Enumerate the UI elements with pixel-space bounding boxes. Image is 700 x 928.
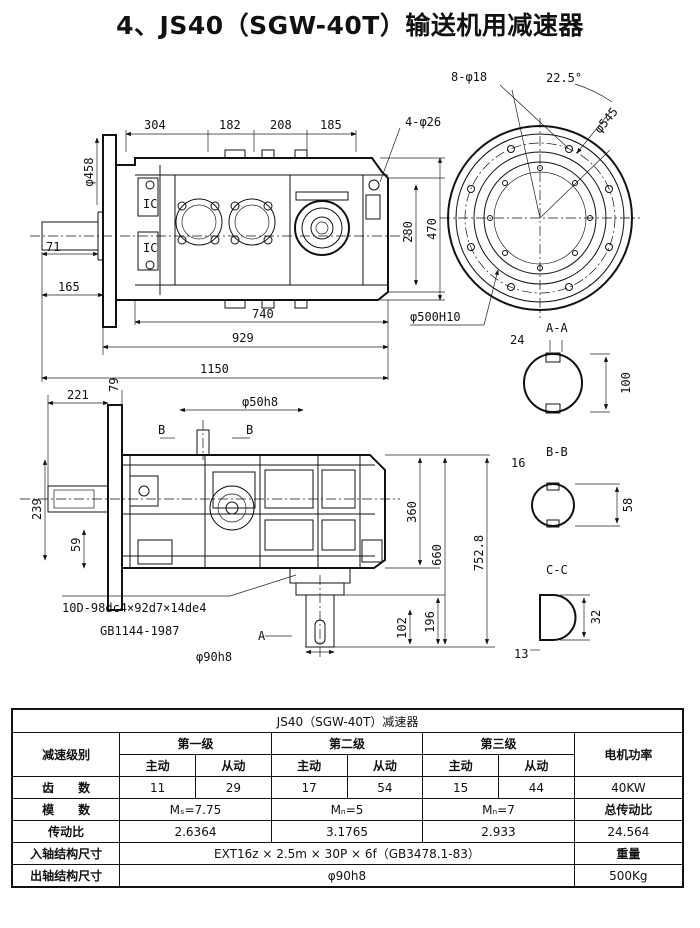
dim-phi50h8: φ50h8: [242, 395, 278, 409]
dim-929: 929: [232, 331, 254, 345]
section-cc-width: 13: [514, 647, 528, 661]
dim-1150: 1150: [200, 362, 229, 376]
dim-phi500h10: φ500H10: [410, 310, 461, 324]
cell-driven-3: 从动: [497, 754, 575, 777]
cell-stage3: 第三级: [422, 732, 575, 755]
dim-phi458: φ458: [82, 158, 96, 187]
cell-module-label: 模 数: [11, 798, 121, 821]
dim-360: 360: [405, 501, 419, 523]
cell-weight-value: 500Kg: [573, 864, 684, 888]
section-aa: A-A 24 100: [510, 321, 633, 414]
dim-221: 221: [67, 388, 89, 402]
spec-table: JS40（SGW-40T）减速器 减速级别 第一级 第二级 第三级 电机功率 主…: [11, 708, 684, 888]
section-bb-height: 58: [621, 498, 635, 512]
flange-view: 8-φ18 22.5° φ545 φ500H10: [410, 70, 640, 326]
dim-239: 239: [30, 498, 44, 520]
table-caption: JS40（SGW-40T）减速器: [11, 708, 684, 733]
cell-input-value: EXT16z × 2.5m × 30P × 6f（GB3478.1-83）: [119, 842, 575, 865]
dim-phi545: φ545: [592, 105, 621, 136]
dim-102: 102: [395, 617, 409, 639]
table-row: 入轴结构尺寸 EXT16z × 2.5m × 30P × 6f（GB3478.1…: [11, 842, 684, 865]
cell-m2: Mₙ=5: [270, 798, 424, 821]
table-row: 主动 从动 主动 从动 主动 从动: [12, 754, 683, 777]
cell-driven-2: 从动: [346, 754, 424, 777]
cell-t3a: 15: [422, 776, 499, 799]
cell-drive-1: 主动: [119, 754, 196, 777]
spline-spec: 10D-98dc4×92d7×14de4: [62, 601, 207, 615]
section-cc-label: C-C: [546, 563, 568, 577]
cell-total-ratio: 24.564: [573, 820, 684, 843]
cell-r1: 2.6364: [119, 820, 272, 843]
section-cc: C-C 32 13: [514, 563, 603, 661]
dim-59: 59: [69, 538, 83, 552]
cell-output-value: φ90h8: [119, 864, 575, 888]
cell-drive-3: 主动: [422, 754, 499, 777]
cell-stage2: 第二级: [270, 732, 424, 755]
table-row: JS40（SGW-40T）减速器: [11, 708, 684, 733]
dim-79: 79: [107, 378, 121, 392]
reducer-drawing: IC IC 304 182 208: [20, 70, 640, 664]
cell-driven-1: 从动: [194, 754, 272, 777]
dim-752-8: 752.8: [472, 535, 486, 571]
cell-t1a: 11: [119, 776, 196, 799]
dim-8-phi18: 8-φ18: [451, 70, 487, 84]
cell-drive-2: 主动: [270, 754, 348, 777]
cell-stage1: 第一级: [119, 732, 272, 755]
cell-t3b: 44: [497, 776, 575, 799]
cell-m3: Mₙ=7: [422, 798, 575, 821]
dim-4-phi26: 4-φ26: [405, 115, 441, 129]
table-row: 出轴结构尺寸 φ90h8 500Kg: [11, 864, 684, 888]
dim-185: 185: [320, 118, 342, 132]
cell-output-label: 出轴结构尺寸: [11, 864, 121, 888]
dim-phi90h8: φ90h8: [196, 650, 232, 664]
cell-ratio-label: 传动比: [11, 820, 121, 843]
section-aa-width: 24: [510, 333, 524, 347]
section-aa-height: 100: [619, 372, 633, 394]
section-mark-b-left: B: [158, 423, 165, 437]
dim-182: 182: [219, 118, 241, 132]
cell-r2: 3.1765: [270, 820, 424, 843]
section-bb-label: B-B: [546, 445, 568, 459]
section-cc-height: 32: [589, 610, 603, 624]
top-view: IC IC 304 182 208: [30, 115, 445, 382]
section-bb: B-B 16 58: [511, 445, 635, 528]
svg-text:IC: IC: [143, 197, 157, 211]
front-view: 221 79 φ50h8 B B 239 59 360 660 752.8 19…: [20, 378, 495, 664]
cell-t1b: 29: [194, 776, 272, 799]
dim-165: 165: [58, 280, 80, 294]
cell-teeth-label: 齿 数: [11, 776, 121, 799]
section-aa-label: A-A: [546, 321, 568, 335]
dim-304: 304: [144, 118, 166, 132]
svg-text:IC: IC: [143, 241, 157, 255]
dim-22-5: 22.5°: [546, 71, 582, 85]
dim-280: 280: [401, 221, 415, 243]
table-row: 模 数 Mₛ=7.75 Mₙ=5 Mₙ=7 总传动比: [11, 798, 684, 821]
cell-stage-label: 减速级别: [11, 732, 121, 777]
cell-t2b: 54: [346, 776, 424, 799]
section-bb-width: 16: [511, 456, 525, 470]
cell-weight-label: 重量: [573, 842, 684, 865]
dim-470: 470: [425, 218, 439, 240]
cell-motor-power-label: 电机功率: [573, 732, 684, 777]
dim-660: 660: [430, 544, 444, 566]
cell-total-ratio-label: 总传动比: [573, 798, 684, 821]
dim-71: 71: [46, 240, 60, 254]
cell-t2a: 17: [270, 776, 348, 799]
dim-196: 196: [423, 611, 437, 633]
section-mark-a: A: [258, 629, 266, 643]
table-row: 传动比 2.6364 3.1765 2.933 24.564: [11, 820, 684, 843]
table-row: 齿 数 11 29 17 54 15 44 40KW: [11, 776, 684, 799]
table-row: 减速级别 第一级 第二级 第三级 电机功率: [11, 732, 684, 777]
cell-r3: 2.933: [422, 820, 575, 843]
section-mark-b-right: B: [246, 423, 253, 437]
dim-740: 740: [252, 307, 274, 321]
standard-gb1144: GB1144-1987: [100, 624, 179, 638]
cell-input-label: 入轴结构尺寸: [11, 842, 121, 865]
dim-208: 208: [270, 118, 292, 132]
cell-power-value: 40KW: [573, 776, 684, 799]
page-title: 4、JS40（SGW-40T）输送机用减速器: [116, 11, 584, 40]
cell-m1: Mₛ=7.75: [119, 798, 272, 821]
